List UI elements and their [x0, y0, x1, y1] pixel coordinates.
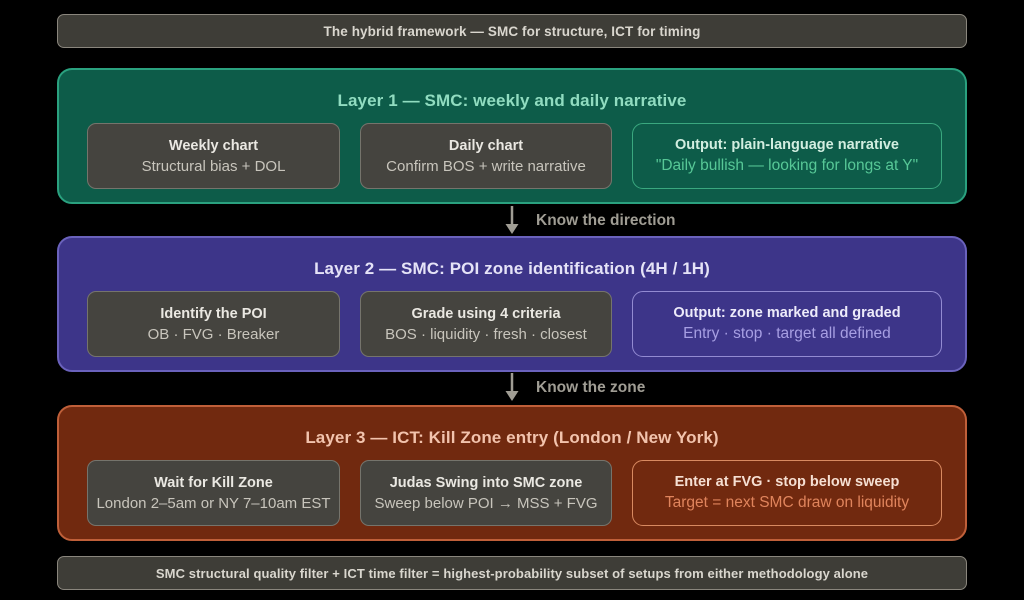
box-subtitle: London 2–5am or NY 7–10am EST: [96, 494, 331, 512]
bottom-banner-text: SMC structural quality filter + ICT time…: [155, 565, 869, 581]
connector-direction: Know the direction: [0, 205, 1024, 236]
connector-label: Know the zone: [536, 378, 646, 396]
box-title: Daily chart: [448, 137, 524, 154]
layer3-box-judas-swing: Judas Swing into SMC zone Sweep below PO…: [360, 460, 612, 526]
box-title: Output: zone marked and graded: [673, 305, 901, 321]
layer2-box-identify-poi: Identify the POI OB · FVG · Breaker: [87, 291, 340, 357]
box-subtitle: Sweep below POI → MSS + FVG: [374, 494, 598, 512]
layer2-box-grade-criteria: Grade using 4 criteria BOS · liquidity ·…: [360, 291, 612, 357]
layer1-title: Layer 1 — SMC: weekly and daily narrativ…: [337, 91, 687, 110]
layer3-panel: Layer 3 — ICT: Kill Zone entry (London /…: [57, 405, 967, 541]
bottom-banner: SMC structural quality filter + ICT time…: [57, 556, 967, 590]
layer1-panel: Layer 1 — SMC: weekly and daily narrativ…: [57, 68, 967, 204]
layer3-box-wait-kill-zone: Wait for Kill Zone London 2–5am or NY 7–…: [87, 460, 340, 526]
layer2-panel: Layer 2 — SMC: POI zone identification (…: [57, 236, 967, 372]
layer2-title: Layer 2 — SMC: POI zone identification (…: [314, 259, 710, 278]
connector-label: Know the direction: [536, 211, 676, 229]
layer2-output-box: Output: zone marked and graded Entry · s…: [632, 291, 942, 357]
top-banner: The hybrid framework — SMC for structure…: [57, 14, 967, 48]
box-subtitle: Target = next SMC draw on liquidity: [664, 494, 910, 511]
box-title: Output: plain-language narrative: [675, 137, 899, 153]
box-title: Wait for Kill Zone: [154, 474, 273, 491]
box-title: Weekly chart: [168, 137, 259, 154]
down-arrow-icon: [505, 206, 519, 234]
layer3-output-box: Enter at FVG · stop below sweep Target =…: [632, 460, 942, 526]
box-title: Judas Swing into SMC zone: [389, 474, 583, 491]
box-subtitle: "Daily bullish — looking for longs at Y": [655, 157, 919, 174]
layer1-box-daily-chart: Daily chart Confirm BOS + write narrativ…: [360, 123, 612, 189]
layer3-title: Layer 3 — ICT: Kill Zone entry (London /…: [305, 428, 719, 447]
box-subtitle: BOS · liquidity · fresh · closest: [385, 325, 587, 343]
box-subtitle: Structural bias + DOL: [141, 157, 286, 175]
layer1-box-weekly-chart: Weekly chart Structural bias + DOL: [87, 123, 340, 189]
box-subtitle: Confirm BOS + write narrative: [386, 157, 586, 175]
top-banner-text: The hybrid framework — SMC for structure…: [323, 23, 701, 39]
down-arrow-icon: [505, 373, 519, 401]
box-subtitle: Entry · stop · target all defined: [683, 325, 891, 342]
box-title: Enter at FVG · stop below sweep: [674, 474, 900, 490]
box-subtitle: OB · FVG · Breaker: [147, 325, 280, 343]
box-title: Identify the POI: [160, 305, 267, 322]
layer1-output-box: Output: plain-language narrative "Daily …: [632, 123, 942, 189]
box-title: Grade using 4 criteria: [411, 305, 561, 322]
connector-zone: Know the zone: [0, 372, 1024, 403]
